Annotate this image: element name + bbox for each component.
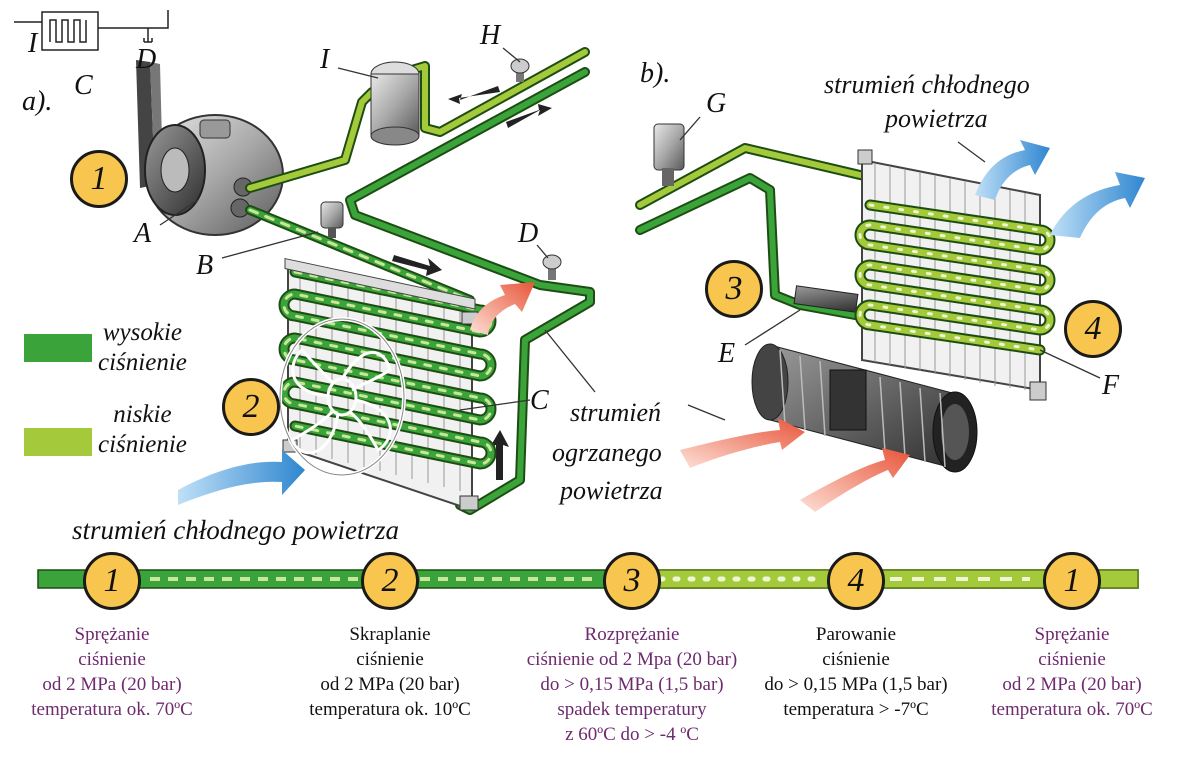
stage-5-line-3: od 2 MPa (20 bar) [1002,674,1142,695]
stage-5-line-1: Sprężanie [1034,624,1110,645]
part-label-a: A [134,218,152,249]
condenser [278,257,497,512]
part-label-e: E [718,338,736,369]
part-label-d-inset: D [136,44,157,75]
stage-4-line-4: temperatura > -7ºC [783,699,929,720]
annotation-cool-air-bottom: strumień chłodnego powietrza [72,515,399,545]
stage-4-line-3: do > 0,15 MPa (1,5 bar) [764,674,948,695]
compressor [136,60,284,236]
part-label-h: H [480,20,501,51]
stage-2-line-1: Skraplanie [349,624,431,645]
blower-fan [751,343,978,473]
stage-1-line-3: od 2 MPa (20 bar) [42,674,182,695]
legend-high-line1: wysokie [102,319,182,346]
part-label-f: F [1102,370,1120,401]
receiver-drier [370,61,420,146]
stage-description-4: Parowanie ciśnienie do > 0,15 MPa (1,5 bar… [764,622,947,722]
annotation-warm-air-2: ogrzanego [552,438,662,467]
legend-swatch-high [24,334,92,362]
stage-badge-5: 1 [1043,552,1101,610]
stage-badge-2: 2 [361,552,419,610]
legend-label-high: wysokie ciśnienie [98,318,187,378]
stage-5-line-4: temperatura ok. 70ºC [991,699,1153,720]
stage-3-line-4: spadek temperatury [557,699,707,720]
part-label-d: D [518,218,539,249]
evaporator [854,149,1056,401]
legend-swatch-low [24,428,92,456]
stage-2-line-4: temperatura ok. 10ºC [309,699,471,720]
annotation-warm-air-3: powietrza [560,476,663,505]
stage-5-line-2: ciśnienie [1038,649,1106,670]
stage-badge-1: 1 [83,552,141,610]
cold-air-arrow-b1 [975,140,1050,200]
stage-1-line-1: Sprężanie [74,624,150,645]
stage-4-line-2: ciśnienie [822,649,890,670]
sensor-d [542,254,562,280]
stage-description-1: Sprężanie ciśnienie od 2 MPa (20 bar) tempe… [31,622,193,722]
part-label-i: I [320,44,330,75]
stage-2-line-2: ciśnienie [356,649,424,670]
leader-lines [159,47,1101,421]
diagram-badge-1: 1 [70,150,128,208]
sensor-b [320,201,344,238]
annotation-cool-air-top-1: strumień chłodnego [824,70,1030,99]
diagram-badge-2: 2 [222,378,280,436]
annotation-cool-air-top-2: powietrza [885,104,988,133]
part-label-c: C [530,385,549,416]
part-label-i-inset: I [28,28,38,59]
stage-2-line-3: od 2 MPa (20 bar) [320,674,460,695]
diagram-badge-4: 4 [1064,300,1122,358]
stage-3-line-2: ciśnienie od 2 Mpa (20 bar) [526,649,738,670]
sensor-g [653,123,685,186]
cold-air-arrow-b2 [1050,172,1145,238]
cold-air-arrow-a [178,450,305,505]
legend-low-line1: niskie [113,401,172,428]
stage-3-line-3: do > 0,15 MPa (1,5 bar) [540,674,724,695]
annotation-warm-air-1: strumień [570,398,661,427]
flow-arrows-a [392,86,552,480]
cycle-timeline [37,569,1139,589]
stage-badge-4: 4 [827,552,885,610]
stage-description-3: Rozprężanie ciśnienie od 2 Mpa (20 bar) do… [527,622,738,747]
hot-air-arrow-b2 [800,448,910,512]
panel-label-b: b). [640,58,671,89]
diagram-badge-3: 3 [705,260,763,318]
stage-1-line-2: ciśnienie [78,649,146,670]
part-label-b: B [196,250,214,281]
hot-air-arrow-b1 [680,418,805,468]
legend-high-line2: ciśnienie [98,349,187,376]
inset-symbol [14,10,169,51]
stage-description-5: Sprężanie ciśnienie od 2 MPa (20 bar) tempe… [991,622,1153,722]
condenser-fan [278,317,406,477]
stage-3-line-5: z 60ºC do > -4 ºC [565,724,699,745]
hot-air-arrow-a [470,282,535,335]
stage-1-line-4: temperatura ok. 70ºC [31,699,193,720]
panel-label-a: a). [22,86,53,117]
stage-4-line-1: Parowanie [815,624,897,645]
expansion-valve [793,285,859,313]
stage-badge-3: 3 [603,552,661,610]
legend-label-low: niskie ciśnienie [98,400,187,460]
stage-description-2: Skraplanie ciśnienie od 2 MPa (20 bar) temp… [309,622,471,722]
sensor-h [510,58,530,82]
part-label-c-inset: C [74,70,93,101]
legend-low-line2: ciśnienie [98,431,187,458]
stage-3-line-1: Rozprężanie [584,624,680,645]
part-label-g: G [706,88,727,119]
pipes-panel-a [245,47,595,515]
